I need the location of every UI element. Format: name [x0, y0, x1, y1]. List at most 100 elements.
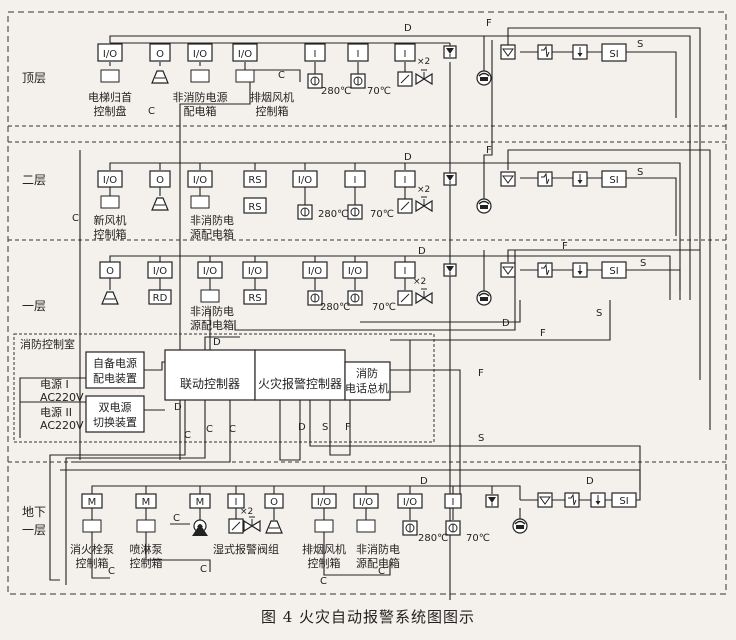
rd-module: RD: [148, 289, 172, 305]
device-box: [190, 69, 210, 83]
line-label-d: D: [213, 337, 221, 348]
phone-icon: [476, 70, 492, 86]
rs-module: RS: [243, 170, 267, 188]
device-box: [314, 519, 334, 533]
flow-switch-icon: [397, 71, 413, 87]
io-module: I/O: [232, 43, 258, 62]
input-module: I: [344, 170, 366, 188]
svg-text:I: I: [404, 175, 407, 186]
temp-280-label: 280℃: [418, 533, 448, 544]
monitor-module: M: [135, 493, 157, 509]
heat-detector-icon: [347, 204, 363, 220]
line-label-f: F: [345, 422, 351, 433]
io-module: I/O: [292, 170, 318, 188]
input-module: I: [394, 170, 416, 188]
device-label: 控制箱: [256, 104, 289, 118]
output-module: O: [264, 493, 284, 509]
heat-detector-icon: [307, 73, 323, 89]
line-label-c: C: [173, 513, 180, 524]
line-label-c: C: [72, 213, 79, 224]
device-box: [200, 289, 220, 303]
svg-text:自备电源: 自备电源: [93, 356, 137, 370]
monitor-module: M: [81, 493, 103, 509]
svg-text:SI: SI: [609, 49, 618, 60]
temp-280-label: 280℃: [320, 302, 350, 313]
flow-switch-icon: [397, 198, 413, 214]
down-arrow-icon: [572, 171, 588, 187]
svg-text:双电源: 双电源: [99, 400, 132, 414]
svg-text:RS: RS: [248, 293, 261, 304]
figure-caption: 图 4 火灾自动报警系统图图示: [260, 608, 476, 626]
temp-70-label: 70℃: [372, 302, 396, 313]
svg-text:I/O: I/O: [308, 266, 322, 277]
floor-label-first: 一层: [22, 299, 46, 313]
svg-text:M: M: [196, 497, 205, 508]
down-arrow-icon: [590, 492, 606, 508]
first-floor-bus: [109, 249, 700, 393]
device-box: [100, 69, 120, 83]
io-module: I/O: [302, 261, 328, 279]
io-module: I/O: [187, 170, 213, 188]
svg-text:I: I: [404, 49, 407, 60]
multiplier-label: ×2: [413, 277, 426, 287]
io-module: I/O: [187, 43, 213, 62]
flow-switch-icon: [228, 518, 244, 534]
svg-text:RS: RS: [248, 202, 261, 213]
line-label-d: D: [418, 246, 426, 257]
bell-icon: [537, 262, 553, 278]
svg-text:I: I: [314, 49, 317, 60]
down-arrow-icon: [572, 262, 588, 278]
smoke-detector-icon: [500, 44, 516, 60]
io-module: I/O: [242, 261, 268, 279]
svg-text:I/O: I/O: [403, 497, 417, 508]
io-module: I/O: [311, 493, 337, 509]
damper-icon: [415, 288, 433, 304]
svg-text:I: I: [354, 175, 357, 186]
device-box: [82, 519, 102, 533]
line-label-d: D: [404, 152, 412, 163]
device-label: 非消防电: [190, 304, 234, 318]
power-source-1: 电源 I: [40, 377, 69, 391]
io-module: I/O: [197, 261, 223, 279]
device-label: 消火栓泵: [70, 542, 114, 556]
svg-text:M: M: [142, 497, 151, 508]
input-module: I: [444, 493, 462, 509]
speaker-icon: [443, 263, 457, 277]
device-label: 源配电箱: [190, 227, 234, 241]
io-module: I/O: [147, 261, 173, 279]
control-room-frame: [13, 333, 435, 443]
multiplier-label: ×2: [417, 57, 430, 67]
power-source-2: 电源 II: [40, 405, 72, 419]
device-label: 非消防电: [190, 213, 234, 227]
bell-icon: [537, 44, 553, 60]
floor-label-basement: 地下: [22, 505, 46, 519]
horn-icon: [151, 70, 169, 84]
line-label-f: F: [562, 241, 568, 252]
device-label: 喷淋泵: [130, 543, 163, 556]
svg-text:I: I: [235, 497, 238, 508]
horn-icon: [101, 291, 119, 305]
line-label-f: F: [486, 18, 492, 29]
device-label: 湿式报警阀组: [213, 542, 279, 556]
svg-text:I/O: I/O: [348, 266, 362, 277]
line-label-c: C: [320, 576, 327, 587]
line-label-d: D: [420, 476, 428, 487]
svg-text:O: O: [156, 175, 164, 186]
svg-text:O: O: [270, 497, 278, 508]
monitor-module: M: [189, 493, 211, 509]
input-module: I: [394, 261, 416, 279]
svg-text:SI: SI: [609, 266, 618, 277]
phone-icon: [476, 198, 492, 214]
svg-text:电话总机: 电话总机: [345, 381, 389, 395]
svg-text:SI: SI: [619, 496, 628, 507]
line-label-s: S: [637, 167, 643, 178]
io-module: I/O: [97, 170, 123, 188]
device-label: 排烟风机: [250, 90, 294, 104]
svg-text:SI: SI: [609, 175, 618, 186]
floor-label-second: 二层: [22, 173, 46, 187]
speaker-icon: [443, 172, 457, 186]
damper-icon: [415, 69, 433, 85]
temp-280-label: 280℃: [321, 86, 351, 97]
line-label-f: F: [486, 145, 492, 156]
si-module: SI: [601, 43, 627, 62]
